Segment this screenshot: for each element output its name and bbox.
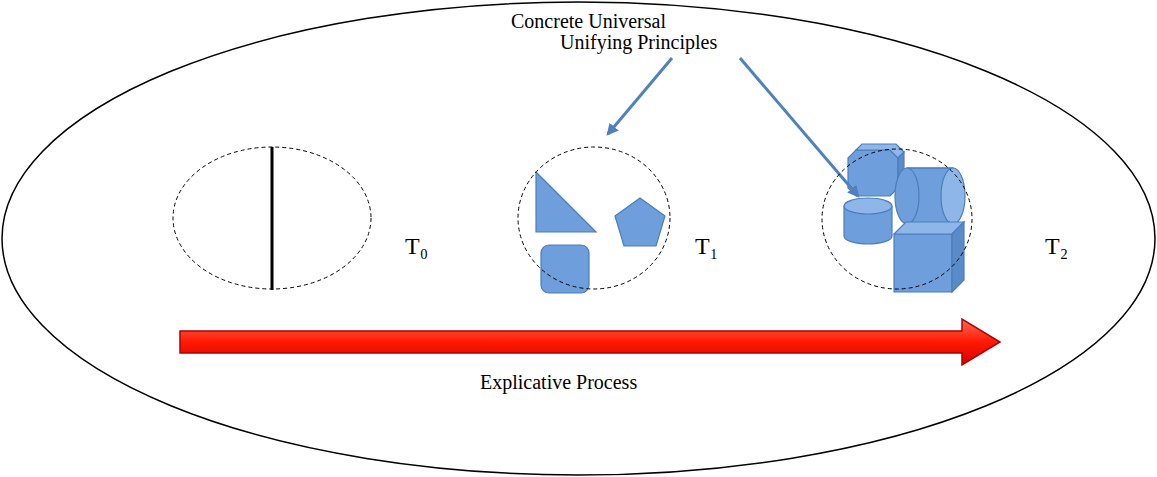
node-outline: [173, 147, 371, 289]
leader-arrow: [740, 58, 858, 196]
stage-label: T₂: [1045, 232, 1068, 261]
plane-shapes: [536, 172, 665, 293]
node-outline: [821, 148, 973, 290]
process-label: Explicative Process: [480, 370, 637, 394]
stage-circle: T₂: [821, 148, 973, 290]
stage-circle: T₀: [172, 146, 372, 290]
stage-circle: T₁: [517, 146, 671, 290]
callout-label: Unifying Principles: [560, 30, 717, 54]
stage-label: T₀: [405, 232, 428, 261]
region-title: Concrete Universal: [511, 9, 666, 33]
node-outline: [822, 149, 972, 289]
node-outline: [517, 146, 671, 290]
process-arrow: [180, 319, 1000, 365]
node-outline: [172, 146, 372, 290]
line-figure: [271, 147, 274, 290]
node-outline: [518, 147, 670, 289]
stage-label: T₁: [695, 232, 718, 261]
leader-arrow: [608, 58, 672, 134]
